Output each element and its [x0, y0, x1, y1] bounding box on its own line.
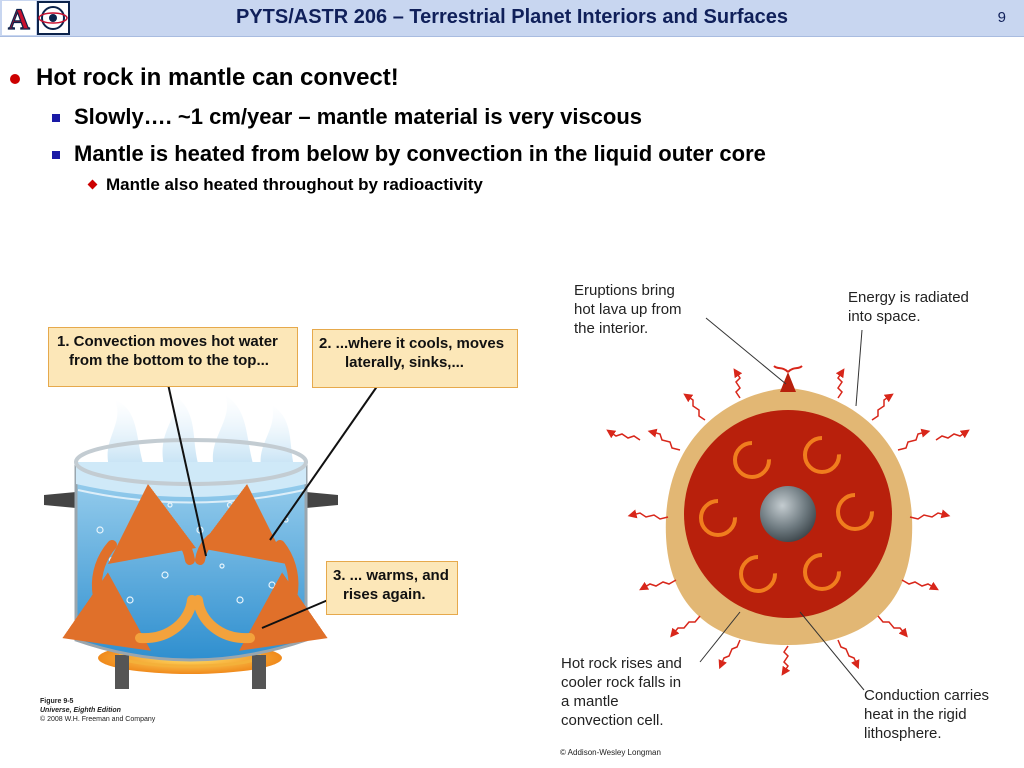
caption-book: Universe, Eighth Edition [40, 707, 121, 714]
label-convection-cell: Hot rock rises and cooler rock falls in … [561, 654, 682, 730]
bullet-level2-slowly: Slowly…. ~1 cm/year – mantle material is… [74, 104, 643, 129]
callout-1-line2: from the bottom to the top... [69, 352, 269, 369]
label-convection-line2: cooler rock falls in [561, 674, 682, 691]
label-convection-line1: Hot rock rises and [561, 655, 682, 672]
label-convection-line3: a mantle [561, 693, 619, 710]
label-eruptions-line2: hot lava up from [574, 301, 682, 318]
pot-handle-left-icon [44, 492, 76, 508]
callout-3-line2: rises again. [343, 586, 426, 603]
label-eruptions: Eruptions bring hot lava up from the int… [574, 281, 682, 338]
pot-leader-lines [167, 383, 379, 629]
label-energy-radiated: Energy is radiated into space. [848, 288, 969, 326]
callout-convection-step2: 2. ...where it cools, moves laterally, s… [312, 329, 518, 388]
bullet-level1: Hot rock in mantle can convect! [36, 64, 399, 91]
callout-2-line2: laterally, sinks,... [345, 354, 464, 371]
callout-convection-step1: 1. Convection moves hot water from the b… [48, 327, 298, 387]
callout-3-line1: 3. ... warms, and [333, 567, 449, 584]
bullet-level3-radioactivity: Mantle also heated throughout by radioac… [106, 175, 483, 194]
label-eruptions-line3: the interior. [574, 320, 649, 337]
label-convection-line4: convection cell. [561, 712, 664, 729]
label-conduction-line3: lithosphere. [864, 725, 942, 742]
label-eruptions-line1: Eruptions bring [574, 282, 675, 299]
bullet-square-icon [52, 151, 60, 159]
slide-header: A PYTS/ASTR 206 – Terrestrial Planet Int… [0, 0, 1024, 37]
label-conduction-line1: Conduction carries [864, 687, 990, 704]
core-icon [760, 486, 816, 542]
caption-copyright: © 2008 W.H. Freeman and Company [40, 716, 156, 723]
label-conduction: Conduction carries heat in the rigid lit… [864, 686, 989, 743]
callout-2-line1: 2. ...where it cools, moves [319, 335, 505, 352]
caption-figure-number: Figure 9-5 [40, 698, 74, 705]
bullet-level2-heated: Mantle is heated from below by convectio… [74, 141, 766, 166]
label-energy-line2: into space. [848, 308, 921, 325]
university-logo: A [2, 1, 70, 37]
label-conduction-line2: heat in the rigid [864, 706, 967, 723]
slide-title: PYTS/ASTR 206 – Terrestrial Planet Inter… [235, 6, 789, 28]
pot-handle-right-icon [306, 492, 338, 508]
logo-letter: A [8, 3, 30, 36]
volcano-icon [780, 372, 796, 392]
bullet-dot-icon [10, 74, 20, 84]
image-credit: © Addison-Wesley Longman [560, 748, 661, 757]
callout-convection-step3: 3. ... warms, and rises again. [326, 561, 458, 615]
planet-leader-lines [699, 317, 865, 691]
bullet-square-icon [52, 114, 60, 122]
page-number: 9 [997, 9, 1006, 26]
callout-1-line1: 1. Convection moves hot water [57, 333, 278, 350]
radiated-energy-icon [606, 368, 970, 676]
steam-icon [107, 395, 295, 470]
mantle-convection-cells-icon [699, 436, 874, 593]
figure-caption: Figure 9-5 Universe, Eighth Edition © 20… [40, 697, 155, 724]
label-energy-line1: Energy is radiated [848, 289, 969, 306]
